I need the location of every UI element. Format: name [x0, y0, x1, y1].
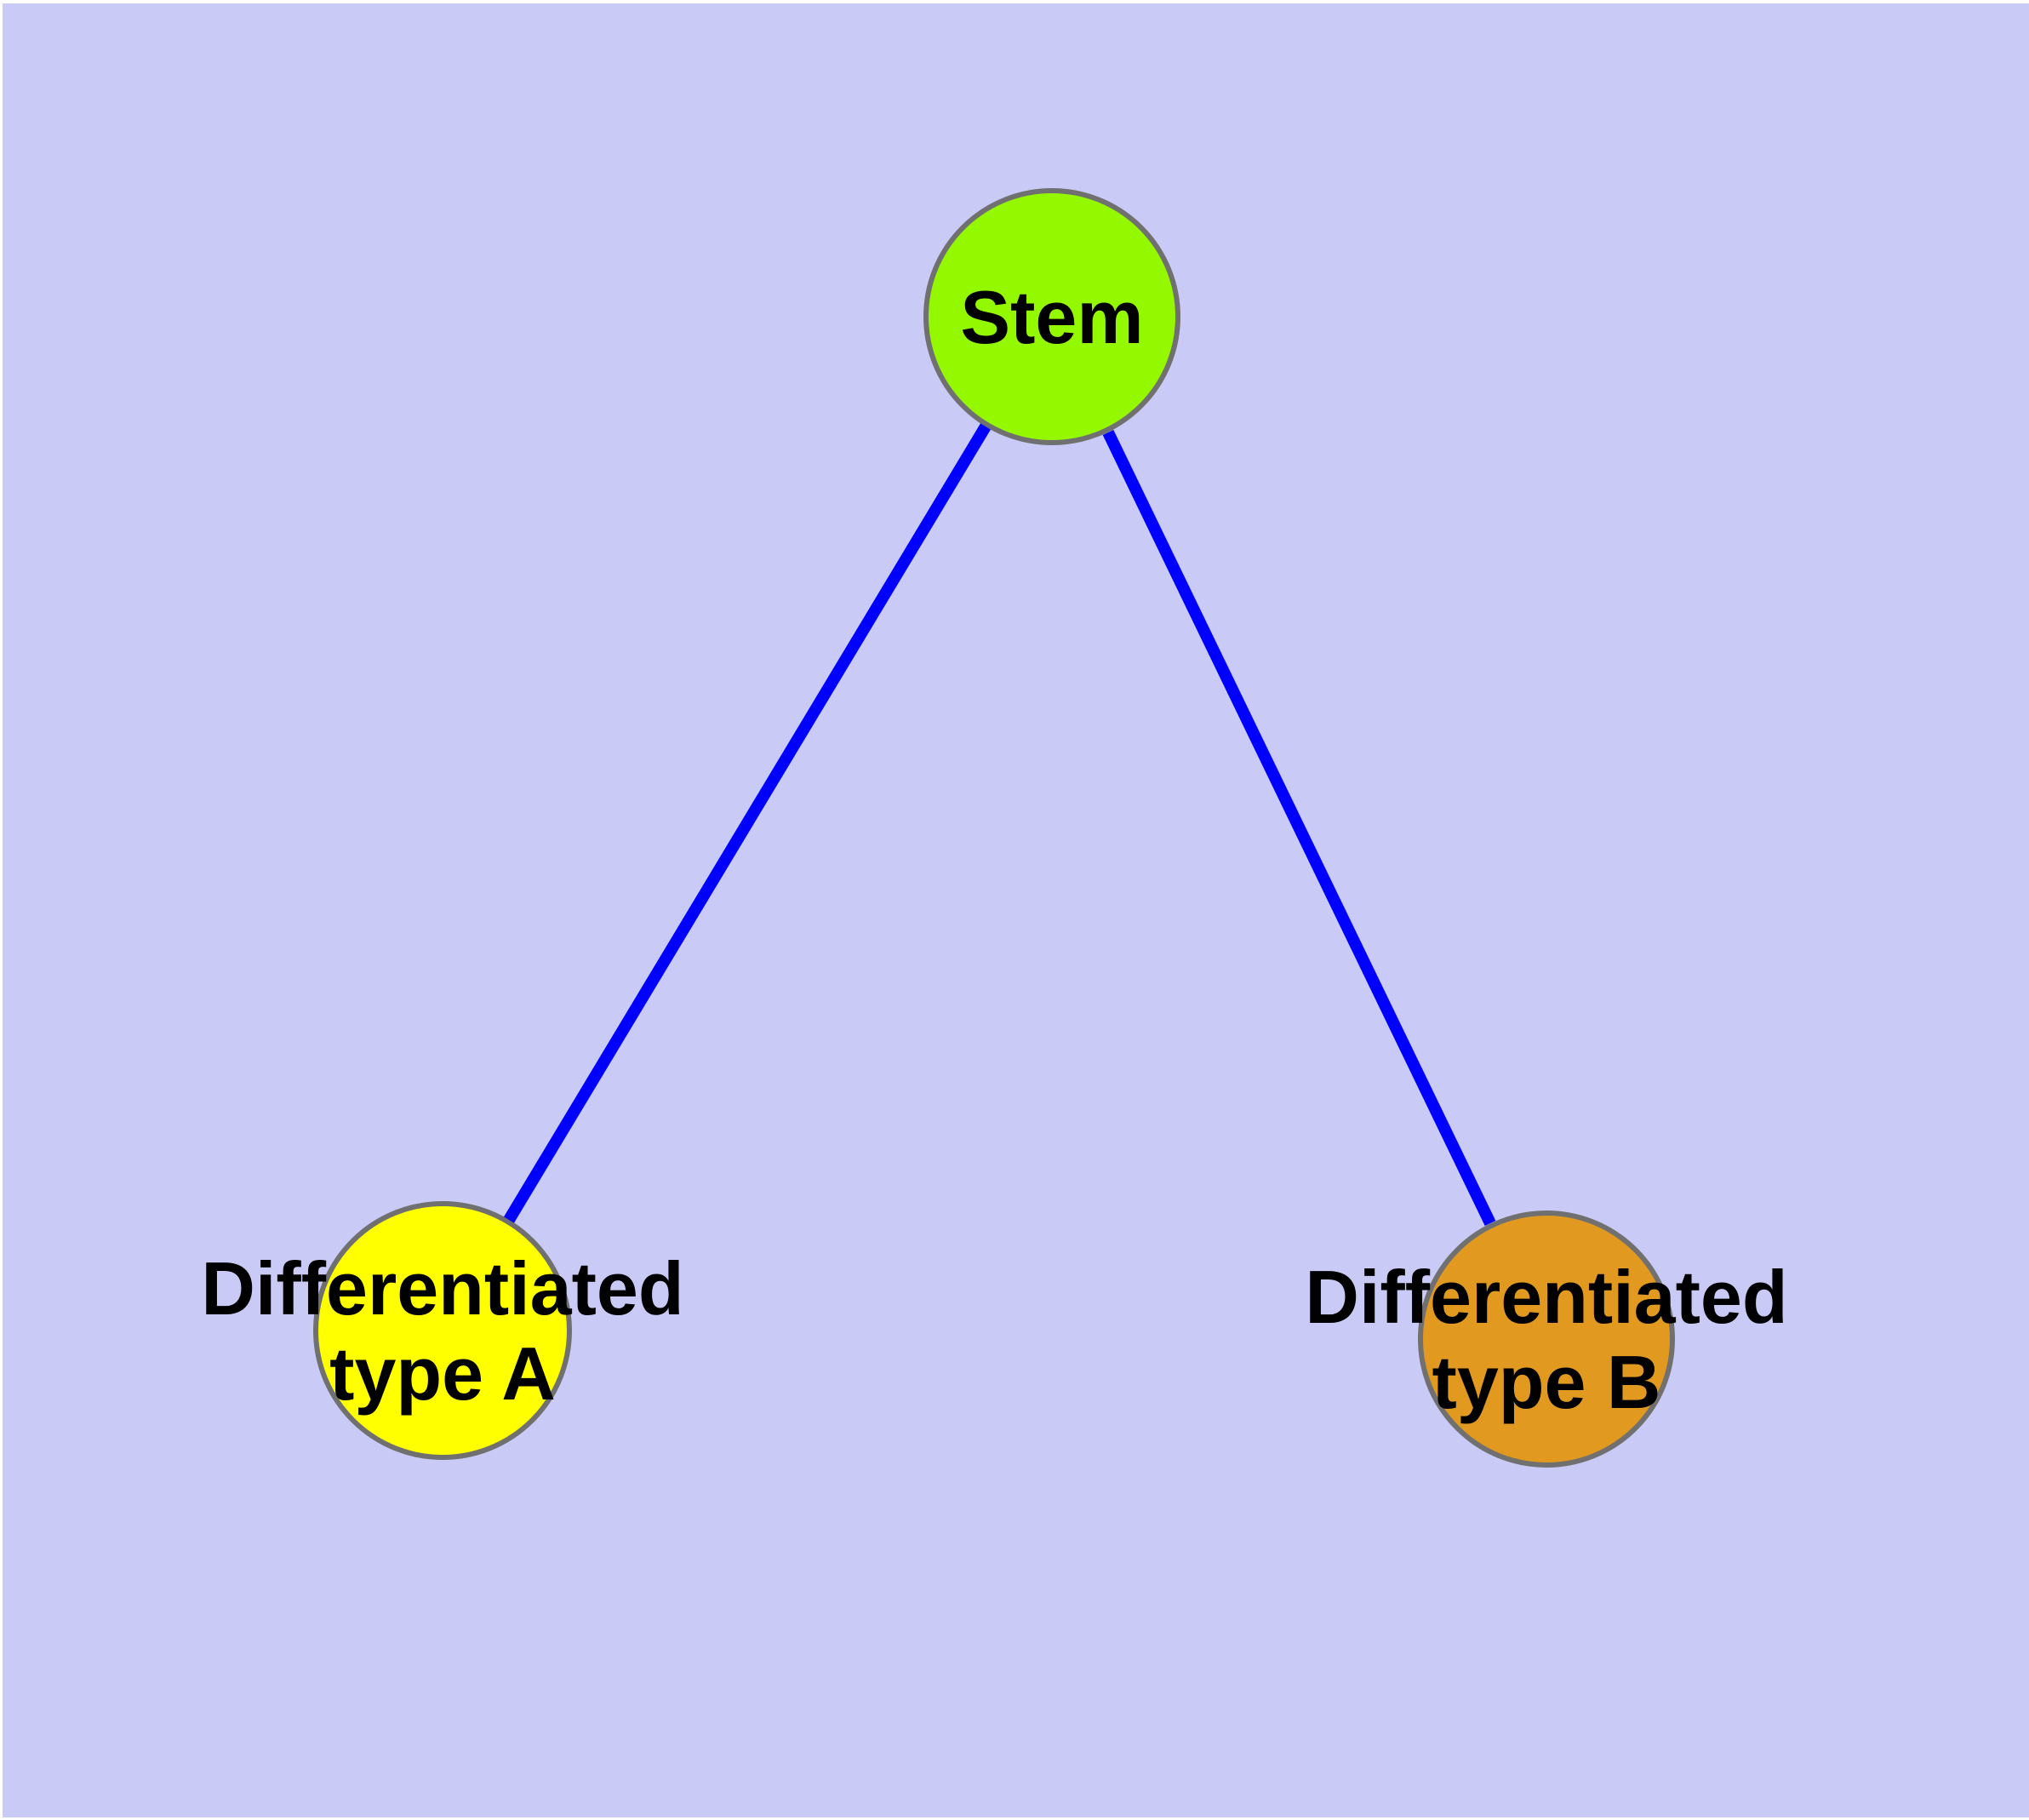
node-differentiated-b-label-line1: Differentiated [1305, 1255, 1787, 1339]
edge-stem-to-differentiated-b [1102, 429, 1496, 1227]
edge-stem-to-differentiated-a [503, 423, 992, 1223]
node-differentiated-a-label-line2: type A [329, 1331, 556, 1416]
node-stem-label: Stem [960, 275, 1143, 359]
node-differentiated-a-circle [313, 1201, 572, 1460]
node-stem-circle [923, 188, 1180, 445]
node-differentiated-b-label-line2: type B [1432, 1340, 1661, 1424]
node-differentiated-b-circle [1418, 1210, 1675, 1468]
node-differentiated-a-label-line1: Differentiated [201, 1246, 683, 1331]
